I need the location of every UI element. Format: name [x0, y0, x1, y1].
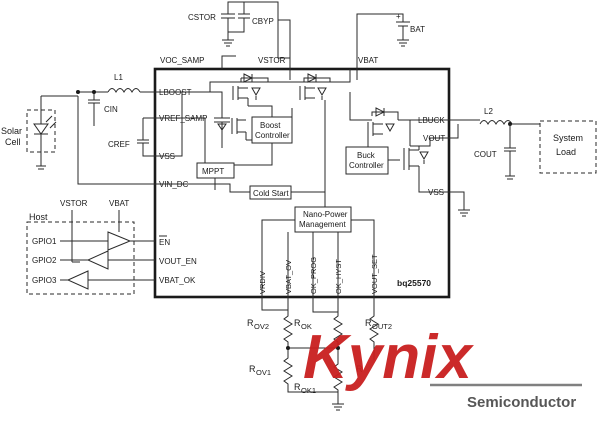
boost-label-1: Boost [260, 121, 281, 130]
buck-stage: Buck Controller [345, 92, 449, 193]
input-network: L1 CIN CREF [76, 73, 155, 185]
cstor-label: CSTOR [188, 13, 216, 22]
system-load-1: System [553, 133, 583, 143]
nano-label-2: Management [299, 220, 346, 229]
cstor-cbyp-network: CSTOR CBYP [188, 1, 291, 69]
rok1-r: R [294, 382, 301, 392]
battery-plus: + [396, 12, 401, 21]
kynix-logo: Kynix Semiconductor [303, 323, 582, 411]
output-network: L2 COUT System Load [449, 107, 597, 217]
battery-network: + BAT [356, 12, 425, 69]
rov1-r: R [249, 364, 256, 374]
cold-start-label: Cold Start [253, 189, 289, 198]
pin-vout-en: VOUT_EN [159, 257, 197, 266]
host-vstor-label: VSTOR [60, 199, 88, 208]
pin-vbat-ov: VBAT_OV [284, 260, 293, 294]
l1-label: L1 [114, 73, 123, 82]
logo-tagline: Semiconductor [467, 394, 576, 411]
cref-label: CREF [108, 140, 130, 149]
rout2-sub: OUT2 [372, 322, 392, 331]
pin-vout: VOUT [423, 134, 445, 143]
cout-label: COUT [474, 150, 497, 159]
rov2-sub: OV2 [254, 322, 269, 331]
gpio3-label: GPIO3 [32, 276, 57, 285]
pin-ok-prog: OK_PROG [309, 257, 318, 294]
buck-label-2: Controller [349, 161, 384, 170]
rok1-sub: OK1 [301, 386, 316, 395]
mppt-label: MPPT [202, 167, 224, 176]
pin-vbat: VBAT [358, 56, 378, 65]
ic-package-outline [153, 67, 451, 299]
rov1-sub: OV1 [256, 368, 271, 377]
pin-vout-set: VOUT_SET [370, 254, 379, 294]
pin-voc-samp: VOC_SAMP [160, 56, 204, 65]
solar-cell: Solar Cell [1, 95, 78, 170]
l2-label: L2 [484, 107, 493, 116]
solar-label-2: Cell [5, 137, 21, 147]
resistor-network: R OV2 R OV1 R OK R OK1 R OUT2 R [247, 297, 392, 411]
boost-stage: Boost Controller MPPT Cold Start [155, 69, 351, 200]
buck-label-1: Buck [357, 151, 376, 160]
nano-label-1: Nano-Power [303, 210, 348, 219]
gpio2-label: GPIO2 [32, 256, 57, 265]
host-vbat-label: VBAT [109, 199, 129, 208]
cbyp-label: CBYP [252, 17, 274, 26]
rov2-r: R [247, 318, 254, 328]
rok-sub: OK [301, 322, 312, 331]
logo-wordmark: Kynix [303, 323, 474, 392]
pin-en: EN [159, 238, 170, 247]
cin-label: CIN [104, 105, 118, 114]
pin-vbat-ok: VBAT_OK [159, 276, 196, 285]
gpio1-label: GPIO1 [32, 237, 57, 246]
pin-lbuck: LBUCK [418, 116, 445, 125]
pin-vrdiv: VRDIV [258, 271, 267, 294]
system-load-2: Load [556, 147, 576, 157]
rout2-r: R [365, 318, 372, 328]
pin-vss-right: VSS [428, 188, 444, 197]
bat-label: BAT [410, 25, 425, 34]
rok-r: R [294, 318, 301, 328]
pin-ok-hyst: OK_HYST [334, 259, 343, 294]
pin-vstor: VSTOR [258, 56, 286, 65]
host-block: Host VSTOR VBAT GPIO1 GPIO2 GPIO3 [26, 199, 155, 295]
host-title: Host [29, 212, 48, 222]
part-number: bq25570 [397, 278, 431, 288]
solar-label-1: Solar [1, 126, 22, 136]
rout1-r: R [356, 364, 363, 374]
boost-label-2: Controller [255, 131, 290, 140]
